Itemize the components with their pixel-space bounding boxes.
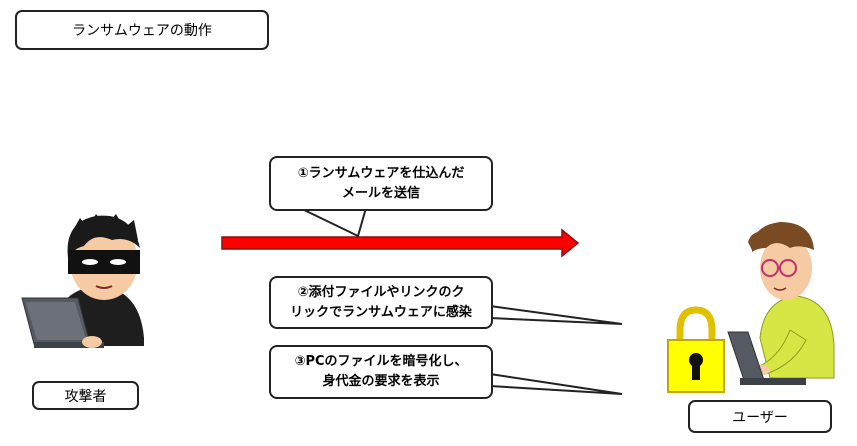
step-2-callout: ②添付ファイルやリンクのク リックでランサムウェアに感染	[269, 276, 493, 329]
hacker-with-laptop-icon	[21, 214, 144, 348]
callout-3-pointer	[489, 373, 623, 395]
step-3-line-1: ③PCのファイルを暗号化し、	[294, 354, 468, 369]
diagram-title: ランサムウェアの動作	[15, 10, 269, 50]
step-3-callout: ③PCのファイルを暗号化し、 身代金の要求を表示	[269, 345, 493, 399]
callout-1-pointer	[299, 207, 367, 238]
step-3-line-2: 身代金の要求を表示	[322, 374, 440, 389]
step-1-line-2: メールを送信	[341, 185, 420, 201]
user-label-text: ユーザー	[732, 409, 788, 426]
callout-2-pointer	[489, 305, 623, 325]
user-with-laptop-icon	[727, 222, 835, 385]
attacker-label: 攻撃者	[32, 381, 139, 410]
diagram-title-text: ランサムウェアの動作	[72, 23, 212, 39]
callout-pointer-lines	[299, 207, 623, 395]
send-arrow	[221, 228, 580, 258]
attacker-label-text: 攻撃者	[64, 388, 107, 405]
step-1-callout: ①ランサムウェアを仕込んだ メールを送信	[269, 156, 493, 211]
step-1-line-1: ①ランサムウェアを仕込んだ	[297, 165, 465, 181]
step-2-line-1: ②添付ファイルやリンクのク	[297, 284, 465, 300]
step-2-line-2: リックでランサムウェアに感染	[290, 304, 472, 320]
user-label: ユーザー	[688, 400, 832, 433]
